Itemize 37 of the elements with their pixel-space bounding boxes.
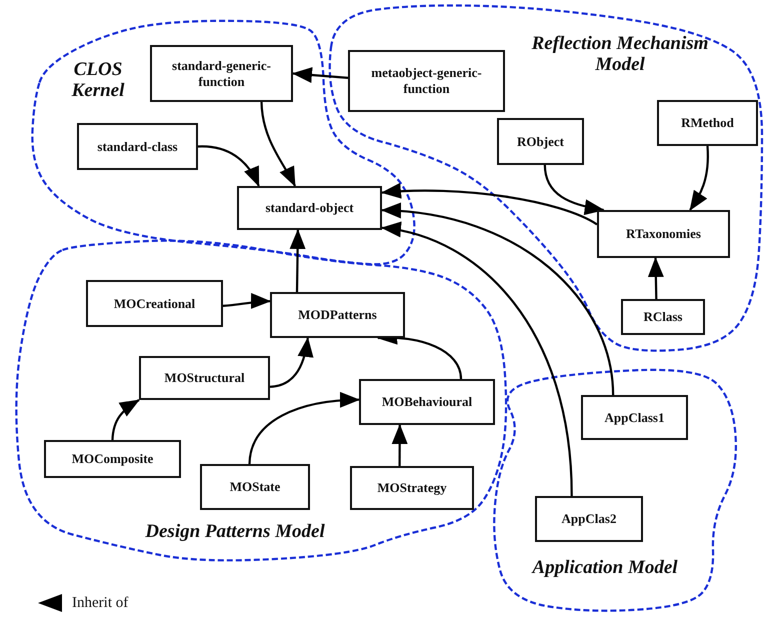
class-box: RMethod: [657, 100, 758, 146]
class-box: AppClass1: [581, 395, 688, 440]
class-box: MOState: [200, 464, 310, 510]
class-box: MOBehavioural: [359, 379, 495, 425]
class-box: standard-class: [77, 123, 198, 170]
inheritance-arrow: [689, 146, 709, 211]
class-box: MODPatterns: [270, 292, 405, 338]
inheritance-arrow: [648, 257, 664, 300]
class-box: MOCreational: [86, 280, 223, 327]
class-box: RTaxonomies: [597, 210, 730, 258]
class-box: MOStructural: [139, 356, 270, 400]
inheritance-arrow: [381, 183, 598, 226]
inheritance-arrow: [392, 424, 408, 466]
inheritance-arrow: [292, 67, 348, 83]
inheritance-arrow: [248, 392, 360, 464]
inheritance-arrow: [198, 145, 260, 187]
region-title: Application Model: [530, 558, 679, 579]
inheritance-arrow: [270, 337, 313, 388]
legend-label: Inherit of: [72, 594, 128, 612]
class-box: MOComposite: [44, 440, 181, 478]
inheritance-arrow: [290, 229, 306, 292]
inheritance-arrow: [381, 222, 573, 496]
class-box: RObject: [497, 118, 584, 165]
class-box: metaobject-generic-function: [348, 50, 505, 112]
class-box: standard-generic-function: [150, 45, 293, 102]
inheritance-arrow: [111, 399, 140, 440]
region-title: Design Patterns Model: [144, 522, 326, 543]
inheritance-arrow: [222, 293, 271, 310]
class-box: RClass: [621, 299, 705, 335]
region-title: Reflection Mechanism Model: [530, 34, 710, 76]
inheritance-arrow: [544, 164, 605, 215]
class-box: standard-object: [237, 186, 382, 230]
class-box: MOStrategy: [350, 466, 474, 510]
inheritance-arrow: [381, 203, 614, 396]
region-title: CLOS Kernel: [70, 60, 126, 102]
inheritance-arrow: [260, 102, 296, 187]
class-box: AppClas2: [535, 496, 643, 542]
